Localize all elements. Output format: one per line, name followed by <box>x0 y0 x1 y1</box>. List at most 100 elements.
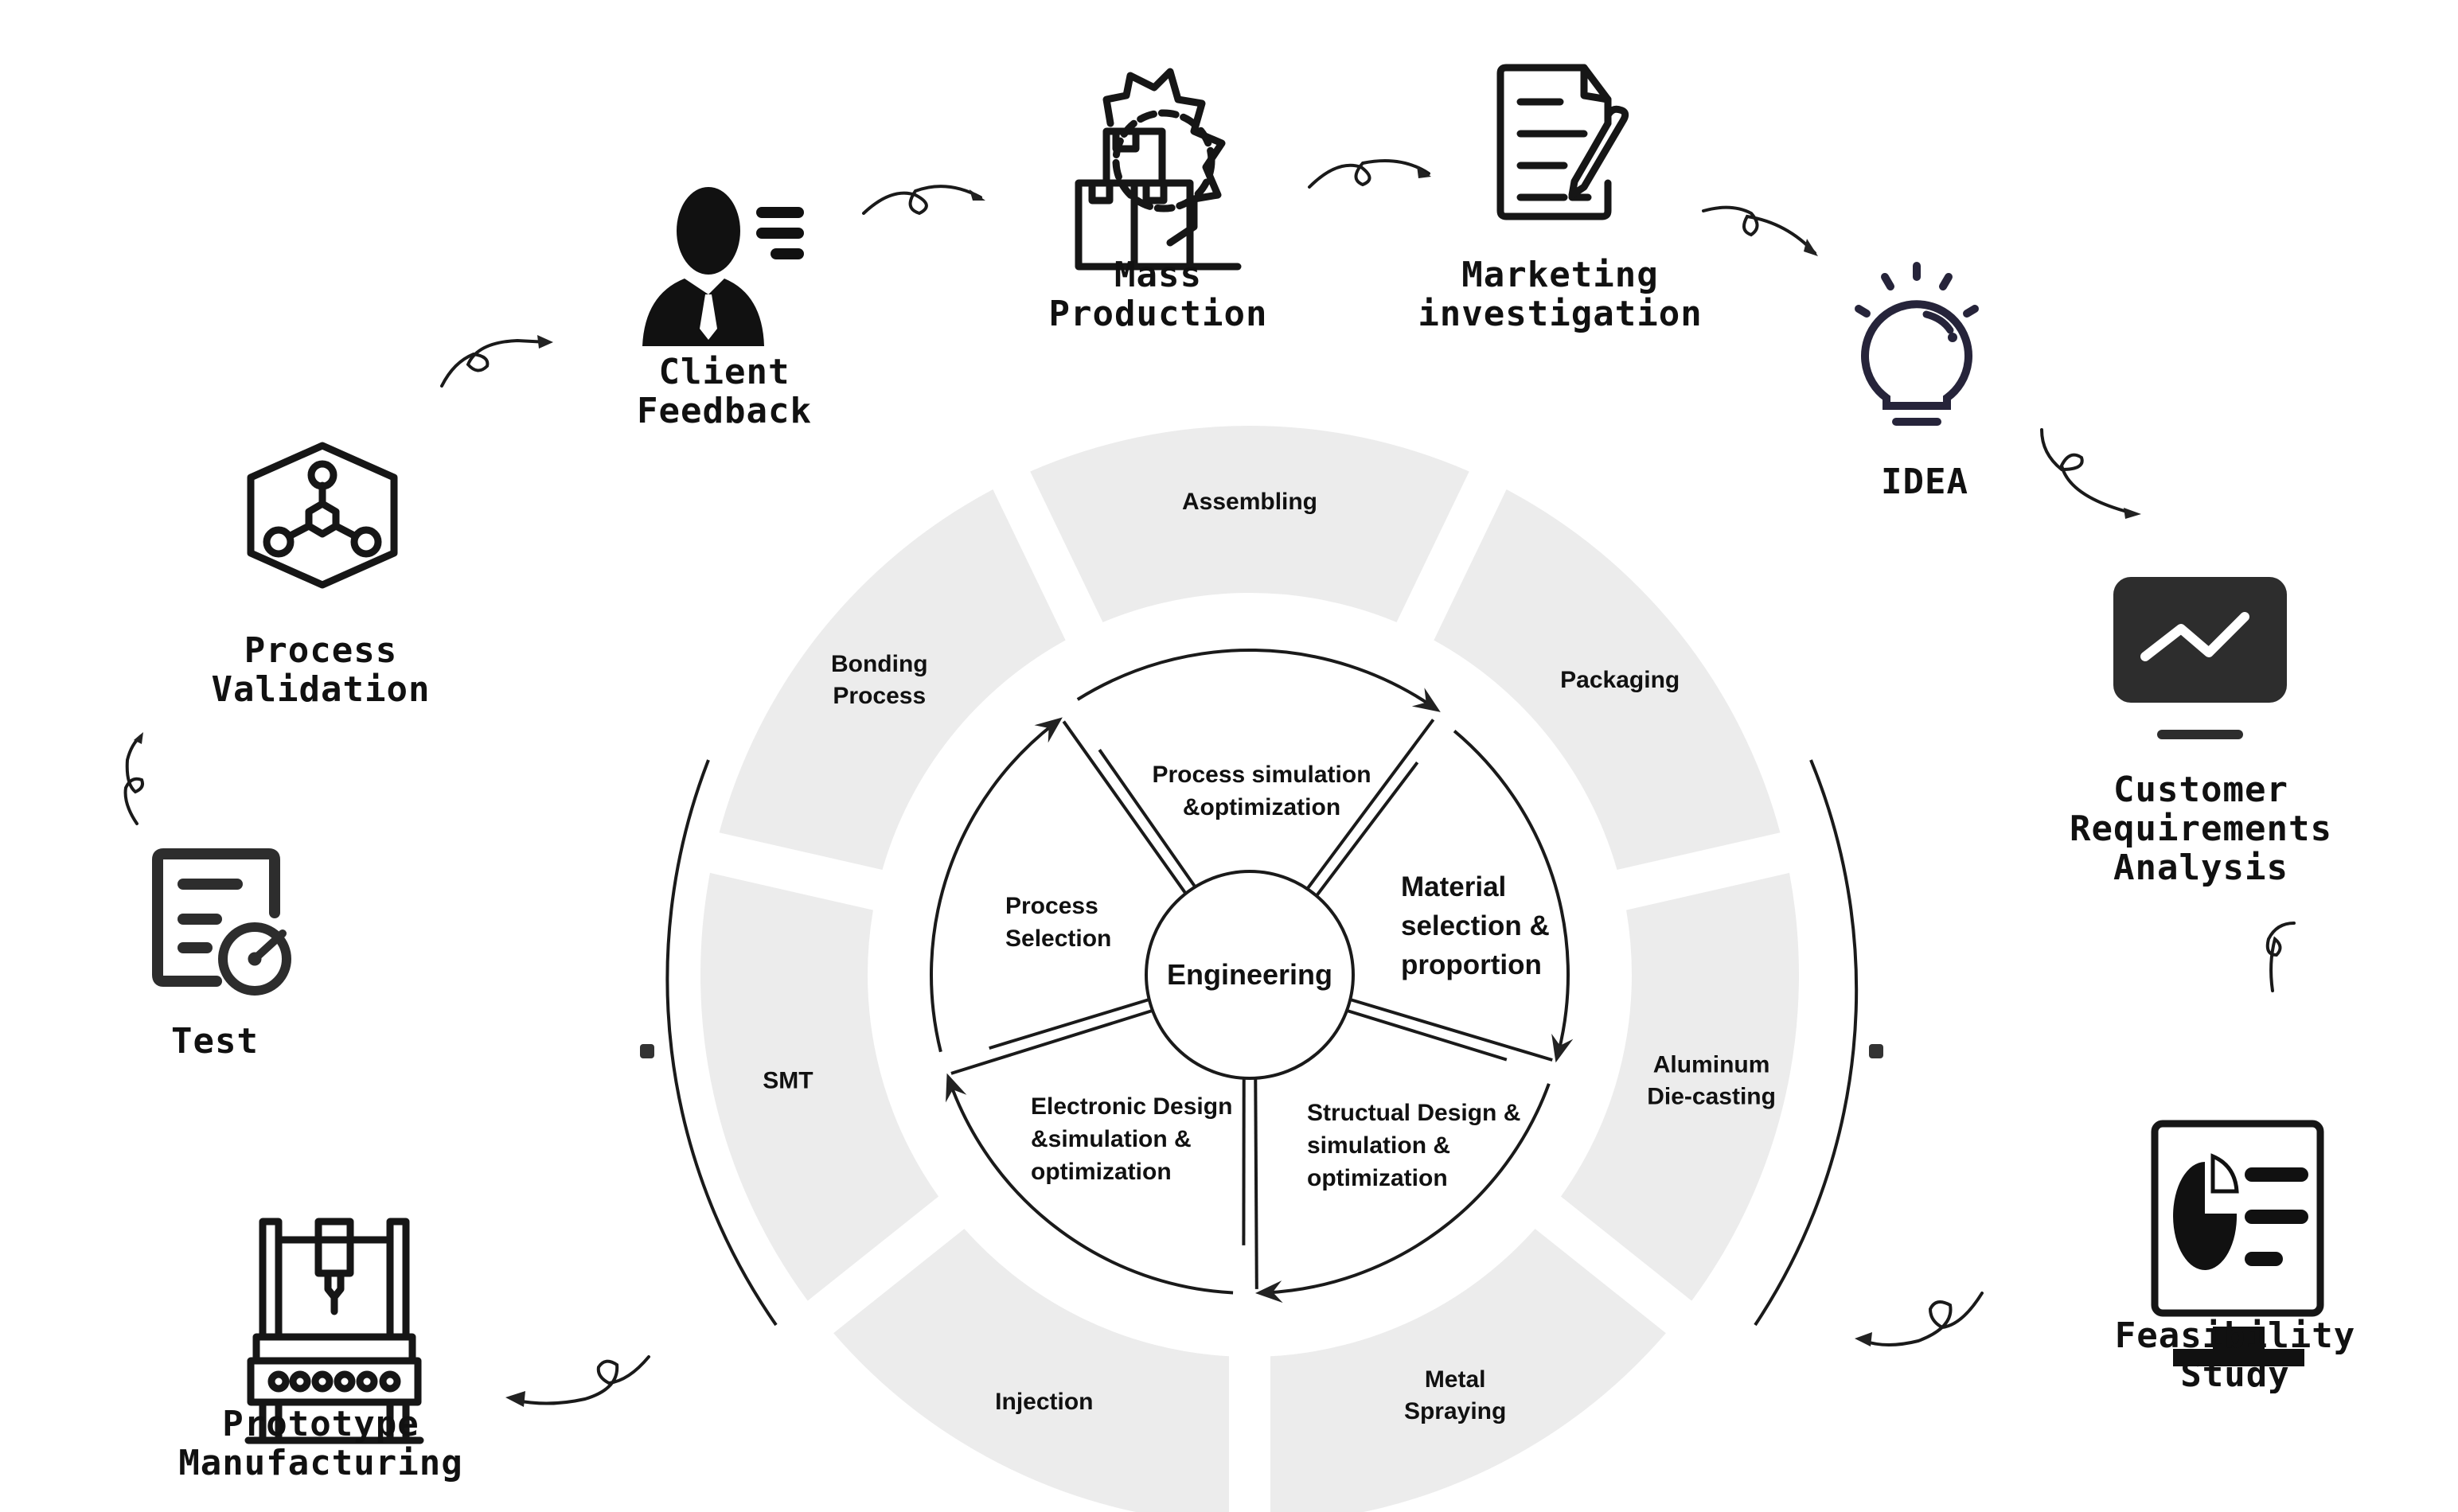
arrow-wheel-to-prototype <box>505 1355 650 1407</box>
inner-segment-label-line: Process <box>1005 893 1098 919</box>
slice-arc <box>1453 730 1570 1053</box>
cycle-arrowhead <box>1551 1033 1574 1063</box>
outer-segment <box>1030 426 1469 622</box>
arrow-idea-to-requirements <box>2040 428 2141 519</box>
outer-segment-label-line: Aluminum <box>1653 1051 1770 1077</box>
step-label-process-validation-line: Validation <box>212 669 431 710</box>
inner-ring <box>930 649 1574 1304</box>
step-label-feasibility-study-line: Study <box>2180 1354 2289 1395</box>
left-bracket-knob <box>640 1044 654 1058</box>
slice-divider-line <box>1349 998 1553 1062</box>
step-label-client-feedback-line: Client <box>659 352 790 392</box>
outer-segment-label: Packaging <box>1560 667 1680 693</box>
inner-segment-label-line: &optimization <box>1183 794 1340 820</box>
step-label-test-line: Test <box>171 1021 259 1062</box>
outer-segment <box>1560 872 1799 1301</box>
inner-segment-label: Structual Design & simulation & optimizati… <box>1307 1100 1520 1191</box>
inner-segment-label-line: Selection <box>1005 926 1111 952</box>
step-label-test: Test <box>171 1021 259 1062</box>
center-label: Engineering <box>1167 958 1332 991</box>
outer-wheel-segments <box>700 426 1799 1512</box>
step-label-idea: IDEA <box>1881 462 1968 502</box>
right-bracket-arc <box>1754 759 1859 1327</box>
inner-segment-label: Process simulation&optimization <box>1152 762 1371 820</box>
outer-segment-label-line: Spraying <box>1404 1398 1506 1424</box>
arrow-test-to-validation <box>123 732 144 825</box>
outer-segment <box>700 872 939 1301</box>
outer-segment-label-line: Die-casting <box>1647 1083 1776 1109</box>
outer-segment-label-line: Assembling <box>1182 489 1317 515</box>
inner-segment-label-line: optimization <box>1031 1159 1172 1185</box>
checklist-timer-icon <box>152 848 291 996</box>
monitor-pie-icon <box>2151 1120 2324 1366</box>
cycle-arrowhead <box>1411 688 1441 712</box>
cycle-arrowhead <box>1034 717 1063 743</box>
hexagon-molecule-icon <box>247 442 398 589</box>
right-bracket-knob <box>1869 1044 1883 1058</box>
step-label-idea-line: IDEA <box>1881 462 1968 502</box>
step-label-customer-requirements-analysis-line: Customer <box>2113 770 2288 810</box>
slice-divider-line <box>1062 720 1188 894</box>
slice-arc <box>930 723 1055 1053</box>
engineering-hub-circle <box>1145 870 1355 1080</box>
inner-segment-label-line: proportion <box>1401 949 1542 980</box>
outer-segment-label-line: SMT <box>763 1067 813 1093</box>
gear-boxes-icon <box>1075 68 1242 271</box>
inner-segment-label-line: simulation & <box>1307 1132 1450 1159</box>
slice-divider-line <box>1346 1008 1508 1062</box>
outer-segment <box>1434 489 1781 871</box>
outer-segment-label: Injection <box>995 1389 1093 1415</box>
arrow-requirements-to-feasibility <box>2265 922 2296 992</box>
slice-arc <box>1076 649 1433 707</box>
connector-arrows <box>123 158 2296 1407</box>
slice-arc <box>949 1083 1234 1295</box>
outer-segment-label-line: Packaging <box>1560 667 1680 693</box>
outer-segment-label-line: Bonding <box>831 651 928 677</box>
arrow-feasibility-to-wheel <box>1855 1292 1984 1346</box>
step-label-client-feedback-line: Feedback <box>637 391 812 431</box>
slice-divider-line <box>950 1008 1153 1075</box>
inner-segment-label-line: Structual Design & <box>1307 1100 1520 1126</box>
inner-segment-label-line: selection & <box>1401 910 1550 941</box>
slice-arc <box>1266 1083 1551 1295</box>
document-pencil-icon <box>1496 64 1629 220</box>
step-label-customer-requirements-analysis-line: Analysis <box>2113 848 2288 888</box>
step-label-marketing-investigation-line: Marketing <box>1461 255 1658 295</box>
inner-segment-label-line: optimization <box>1307 1165 1448 1191</box>
step-label-prototype-manufacturing-line: Prototype <box>222 1404 419 1444</box>
slice-divider-line <box>1098 749 1197 888</box>
outer-segment-label-line: Injection <box>995 1389 1093 1415</box>
outer-segment-label-line: Metal <box>1425 1366 1486 1393</box>
cnc-machine-icon <box>244 1218 424 1444</box>
slice-divider-line <box>1315 761 1419 897</box>
step-label-prototype-manufacturing-line: Manufacturing <box>178 1443 462 1483</box>
outer-segment <box>833 1229 1230 1512</box>
inner-segment-label-line: Electronic Design <box>1031 1093 1232 1120</box>
outer-segment <box>719 489 1066 871</box>
cycle-arrowhead <box>946 1073 967 1103</box>
step-label-marketing-investigation-line: investigation <box>1418 294 1702 334</box>
step-label-process-validation-line: Process <box>244 630 397 671</box>
outer-segment-label-line: Process <box>833 683 926 709</box>
outer-segment-label: Assembling <box>1182 489 1317 515</box>
inner-segment-label: Electronic Design&simulation &optimizati… <box>1031 1093 1232 1185</box>
step-label-mass-production-line: Mass <box>1114 255 1202 295</box>
client-feedback-icon <box>642 187 804 346</box>
arrow-client-to-mass <box>862 185 985 216</box>
arrow-mass-to-marketing <box>1308 158 1431 189</box>
